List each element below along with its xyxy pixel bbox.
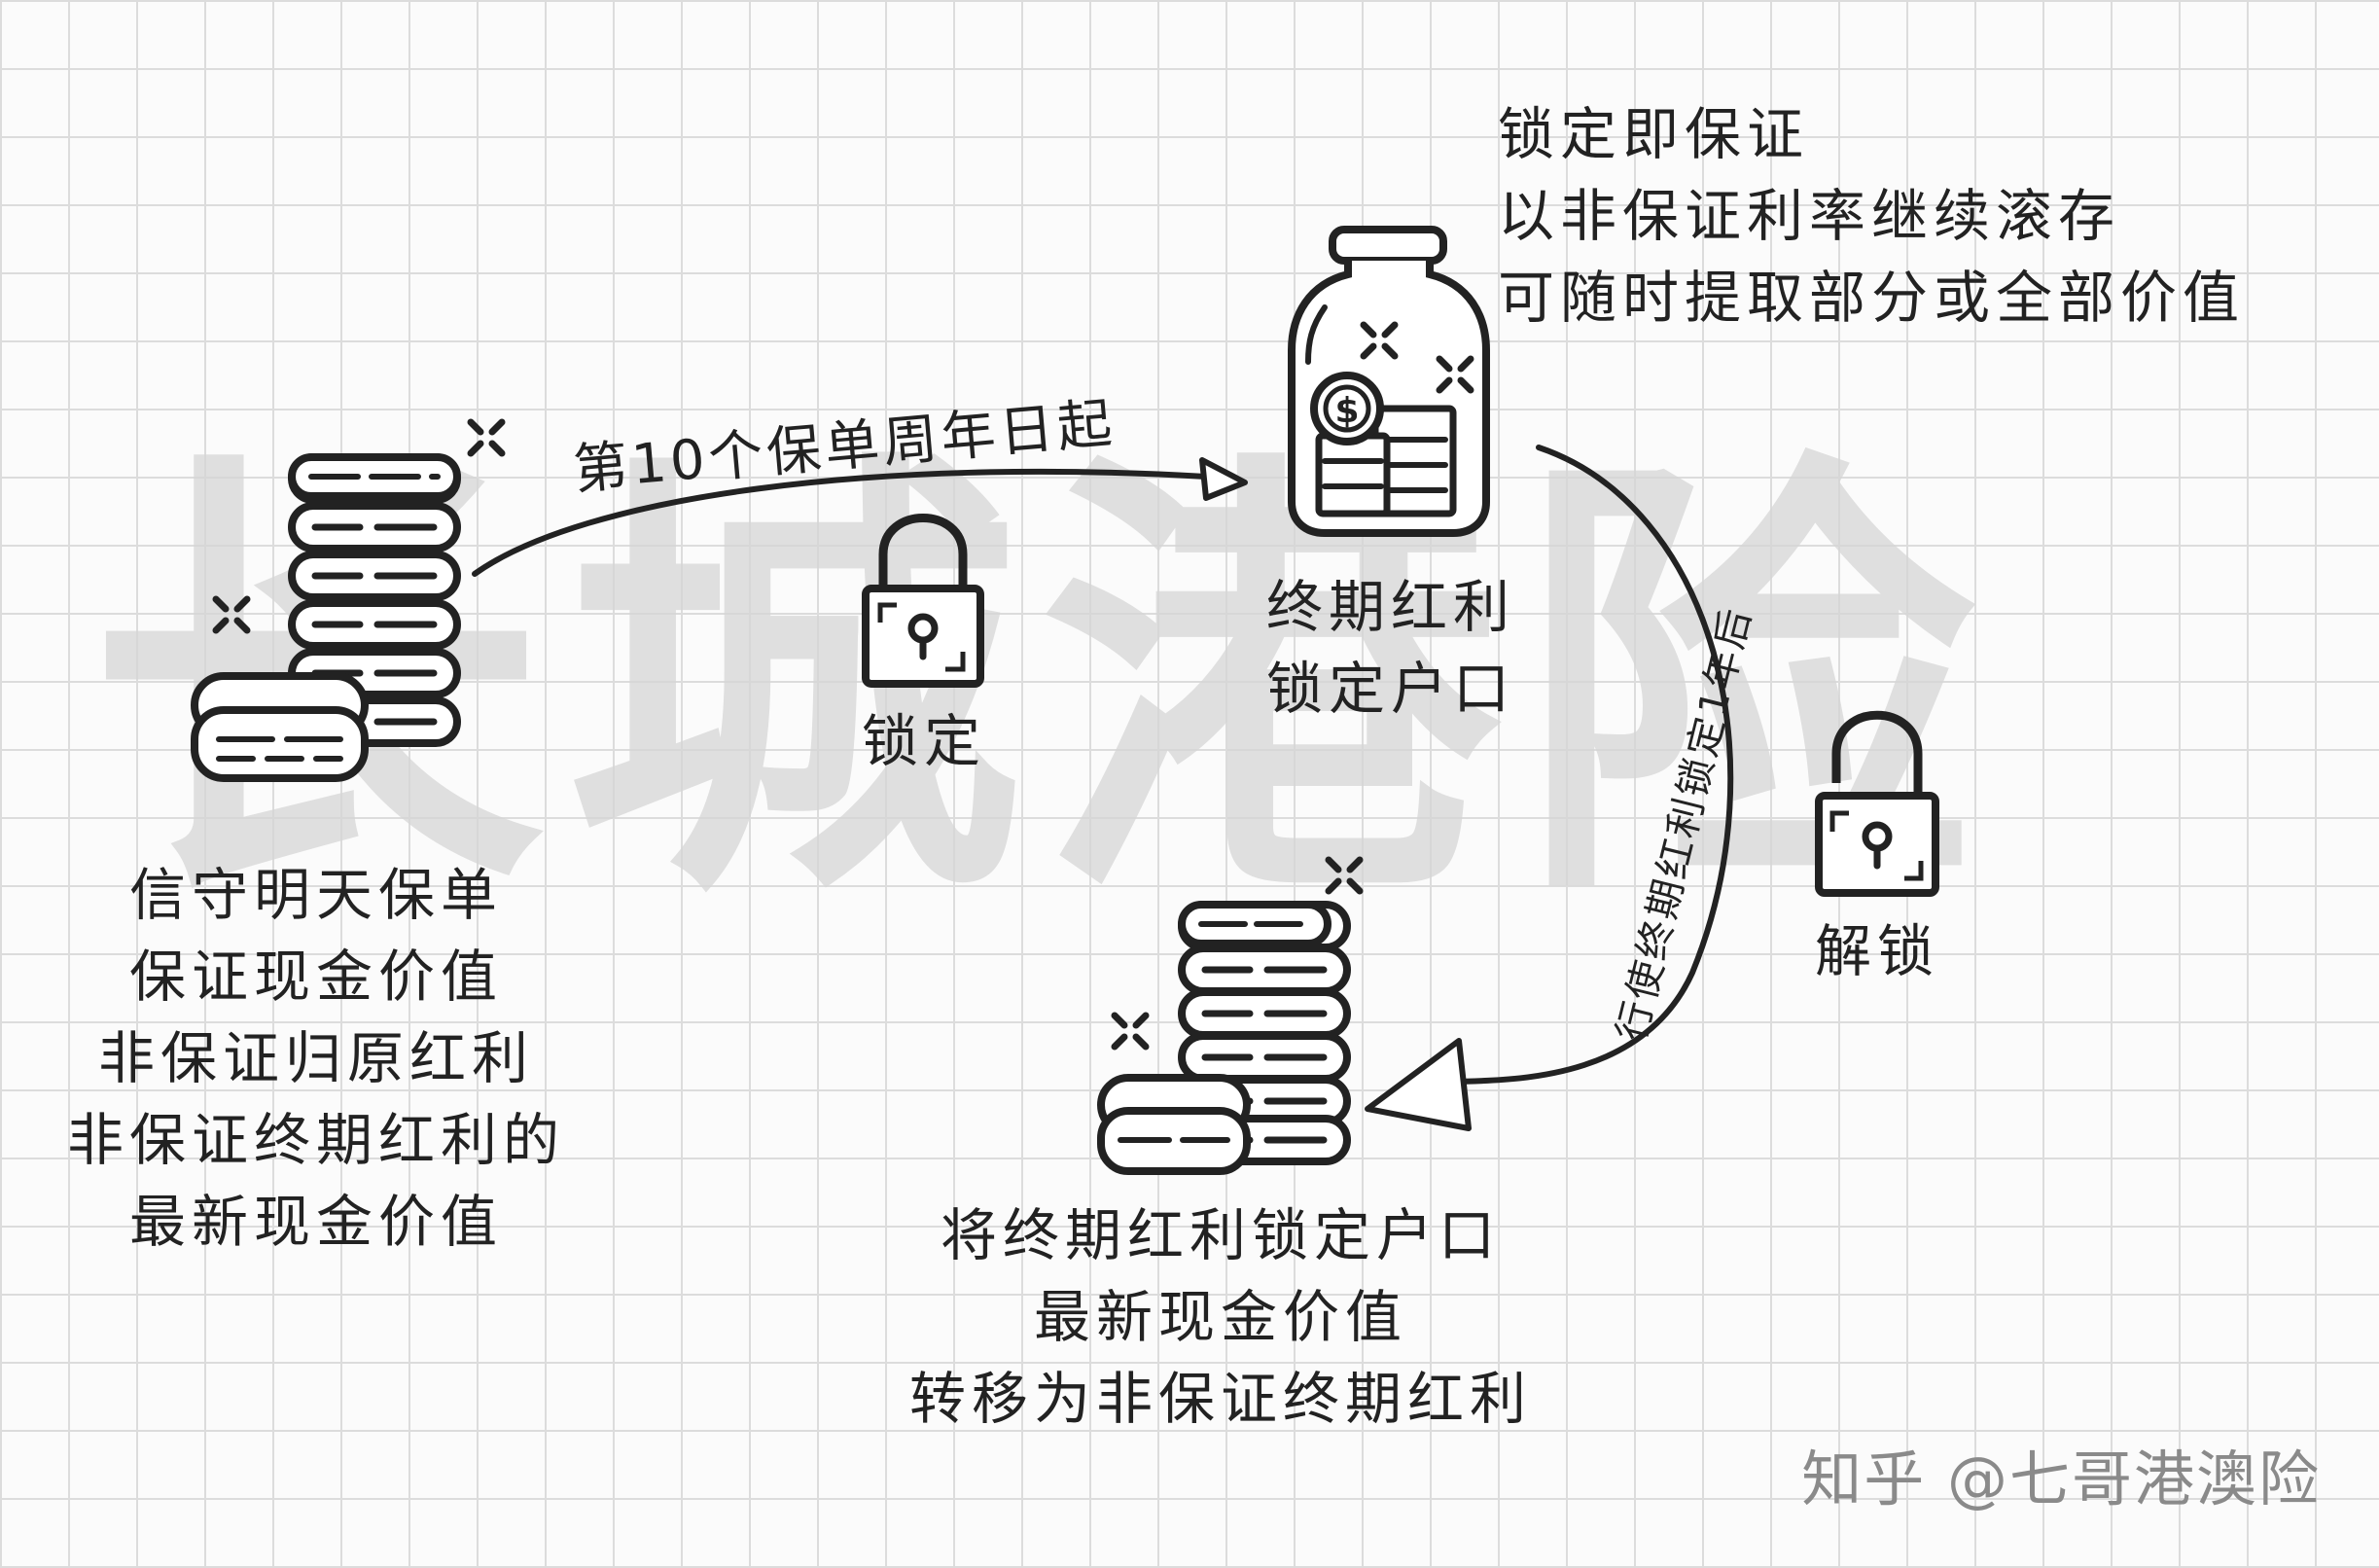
sparkle-icon (1115, 1016, 1146, 1047)
sparkle-icon (216, 599, 247, 630)
left-label-line: 非保证归原红利 (97, 1025, 534, 1091)
lock-label: 锁定 (862, 708, 987, 774)
bottom-coins-label: 将终期红利锁定户口 最新现金价值 转移为非保证终期红利 (856, 1194, 1585, 1440)
left-label-line: 信守明天保单 (128, 862, 503, 928)
jar-label: 终期红利 锁定户口 (1264, 566, 1517, 730)
bottom-coin-stack-icon (1097, 901, 1347, 1175)
left-label-line: 最新现金价值 (128, 1189, 503, 1255)
left-label-line: 非保证终期红利的 (66, 1107, 565, 1173)
left-coin-stack-icon (191, 453, 461, 782)
jar-icon: $ (1288, 226, 1490, 537)
bottom-label-line: 将终期红利锁定户口 (940, 1202, 1501, 1268)
jar-label-line: 终期红利 (1265, 574, 1515, 640)
left-coins-label: 信守明天保单 保证现金价值 非保证归原红利 非保证终期红利的 最新现金价值 (29, 854, 603, 1263)
arrow-top-label: 第10个保单周年日起 (571, 392, 1118, 502)
right-curved-arrow (1456, 445, 1734, 1085)
note-line: 以非保证利率继续滚存 (1498, 183, 2121, 249)
unlock-icon (1815, 710, 1939, 897)
sparkle-icon (1329, 860, 1360, 891)
left-label-line: 保证现金价值 (128, 944, 503, 1010)
svg-text:$: $ (1334, 391, 1359, 431)
note-line: 锁定即保证 (1498, 101, 1810, 167)
bottom-label-line: 转移为非保证终期红利 (908, 1366, 1532, 1432)
right-curved-arrow-head (1365, 1038, 1472, 1131)
note-line: 可随时提取部分或全部价值 (1498, 265, 2246, 331)
top-arrow (472, 468, 1209, 577)
jar-label-line: 锁定户口 (1265, 656, 1515, 722)
lock-icon (862, 514, 984, 688)
credit: 知乎 @七哥港澳险 (1801, 1443, 2321, 1515)
arrow-side-label: 行使终期红利锁定1年后 (1610, 602, 1761, 1046)
unlock-label: 解锁 (1815, 918, 1940, 984)
notes-top-right: 锁定即保证 以非保证利率继续滚存 可随时提取部分或全部价值 (1498, 93, 2245, 339)
sparkle-icon (471, 422, 502, 453)
bottom-label-line: 最新现金价值 (1033, 1284, 1407, 1350)
top-arrow-head (1199, 457, 1248, 501)
